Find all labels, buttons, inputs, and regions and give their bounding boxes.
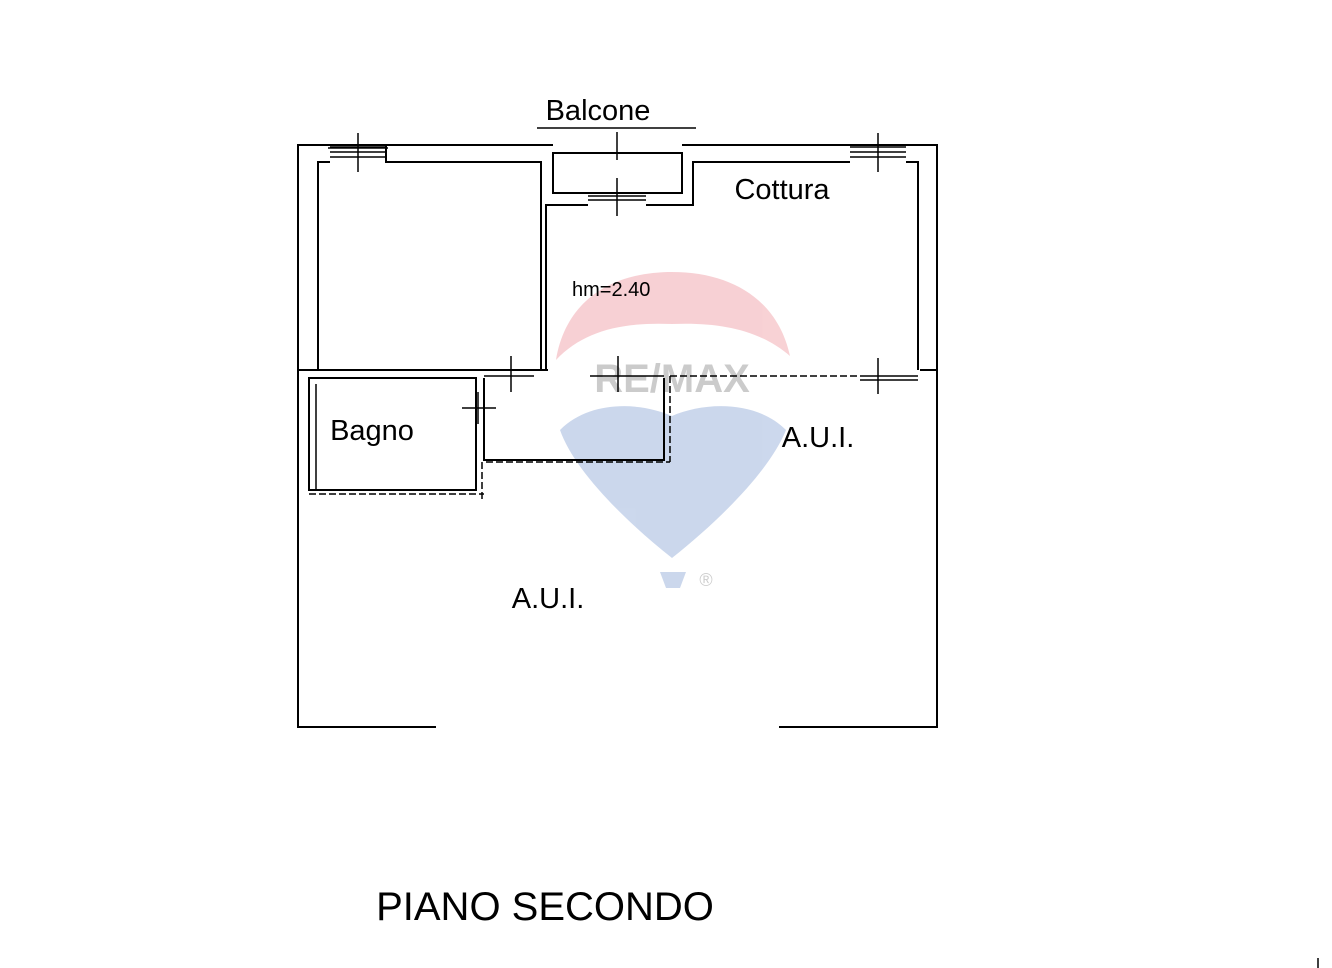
kitchen-walls xyxy=(545,133,919,370)
aui-label-left: A.U.I. xyxy=(512,583,585,615)
balcony-label: Balcone xyxy=(546,95,651,127)
aui-label-right: A.U.I. xyxy=(782,422,855,454)
bathroom-walls xyxy=(308,377,496,500)
window-kitchen-door xyxy=(860,358,918,394)
remax-watermark: RE/MAX ® xyxy=(556,272,790,590)
registered-mark: ® xyxy=(699,570,712,590)
left-room-walls xyxy=(317,133,542,370)
balloon-basket xyxy=(660,572,686,588)
corridor-walls xyxy=(483,356,860,463)
exterior-walls xyxy=(297,144,938,728)
kitchen-label: Cottura xyxy=(734,174,830,206)
floor-title: PIANO SECONDO xyxy=(376,885,714,929)
balloon-bottom-blue xyxy=(560,406,786,558)
ceiling-height-label: hm=2.40 xyxy=(572,279,650,301)
remax-brand-text: RE/MAX xyxy=(594,357,750,401)
bathroom-label: Bagno xyxy=(330,415,414,447)
balloon-top-red xyxy=(556,272,790,360)
